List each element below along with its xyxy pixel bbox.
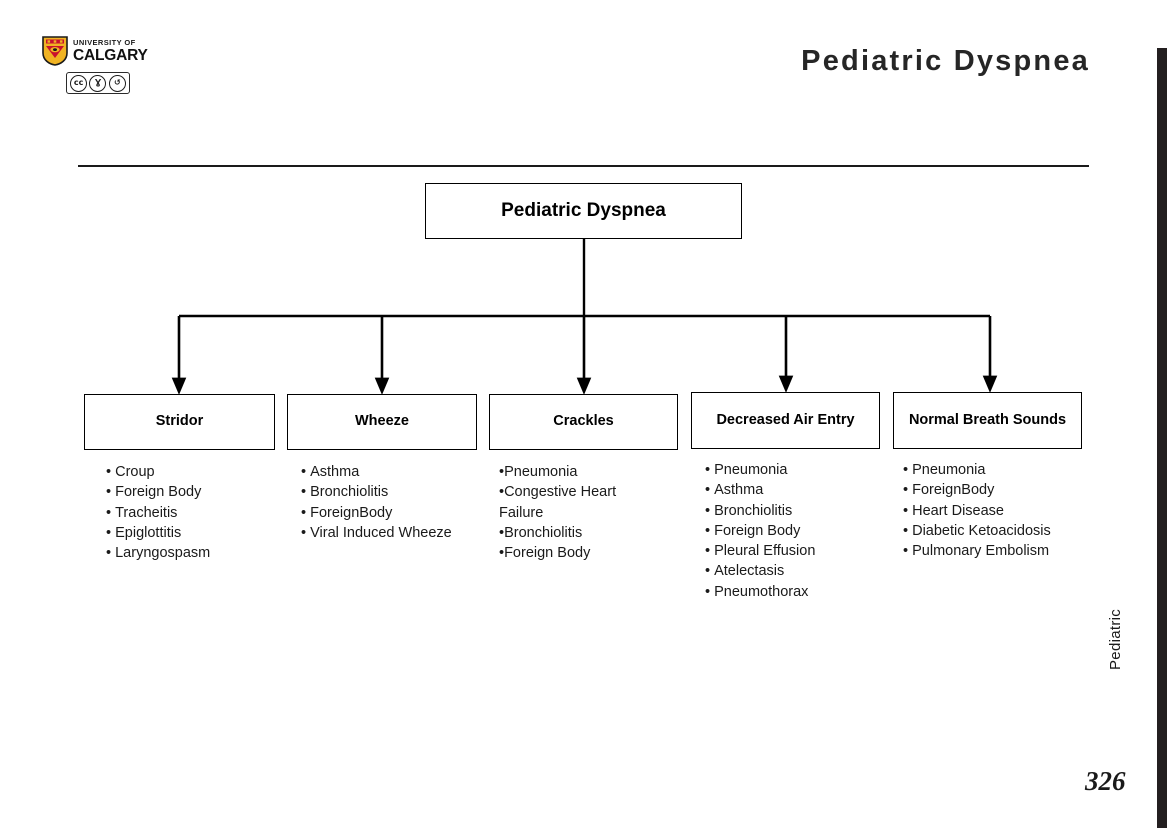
- list-item: Congestive Heart: [499, 482, 616, 502]
- list-item: ForeignBody: [301, 503, 452, 523]
- list-item: Bronchiolitis: [705, 501, 815, 521]
- list-item: Pleural Effusion: [705, 541, 815, 561]
- list-stridor: Croup Foreign Body Tracheitis Epiglottit…: [106, 462, 210, 563]
- list-item: Pneumothorax: [705, 582, 815, 602]
- logo-line-bottom: CALGARY: [73, 46, 148, 64]
- section-label-vertical: Pediatric: [1107, 608, 1124, 670]
- list-item: Asthma: [301, 462, 452, 482]
- list-decreased-air-entry: Pneumonia Asthma Bronchiolitis Foreign B…: [705, 460, 815, 602]
- list-item: Foreign Body: [499, 543, 616, 563]
- node-stridor[interactable]: Stridor: [84, 394, 275, 450]
- node-crackles[interactable]: Crackles: [489, 394, 678, 450]
- list-item: Croup: [106, 462, 210, 482]
- list-item: Heart Disease: [903, 501, 1051, 521]
- cc-icon: cc: [70, 74, 88, 92]
- list-item: Pneumonia: [903, 460, 1051, 480]
- list-item: Viral Induced Wheeze: [301, 523, 452, 543]
- list-item-continuation: Failure: [499, 504, 544, 521]
- list-item: Pulmonary Embolism: [903, 541, 1051, 561]
- list-item: Asthma: [705, 480, 815, 500]
- list-wheeze: Asthma Bronchiolitis ForeignBody Viral I…: [301, 462, 452, 543]
- right-edge-band: [1157, 48, 1167, 828]
- logo-line-top: UNIVERSITY OF: [73, 38, 136, 47]
- page-number: 326: [1085, 766, 1126, 796]
- node-decreased-air-entry[interactable]: Decreased Air Entry: [691, 392, 880, 449]
- cc-by-person-icon: Ɣ: [89, 74, 107, 92]
- node-normal-breath-sounds[interactable]: Normal Breath Sounds: [893, 392, 1082, 449]
- list-item: Bronchiolitis: [301, 482, 452, 502]
- page-title: Pediatric Dyspnea: [801, 45, 1090, 77]
- university-logo: UNIVERSITY OF CALGARY cc Ɣ ↺: [42, 36, 162, 94]
- list-item: Atelectasis: [705, 561, 815, 581]
- list-item: Diabetic Ketoacidosis: [903, 521, 1051, 541]
- logo-lockup: UNIVERSITY OF CALGARY: [42, 36, 162, 66]
- list-normal-breath-sounds: Pneumonia ForeignBody Heart Disease Diab…: [903, 460, 1051, 561]
- list-item: ForeignBody: [903, 480, 1051, 500]
- calgary-shield-icon: [42, 36, 68, 66]
- cc-sa-share-icon: ↺: [108, 74, 126, 92]
- list-item: Foreign Body: [705, 521, 815, 541]
- list-item: Foreign Body: [106, 482, 210, 502]
- logo-wordmark: UNIVERSITY OF CALGARY: [73, 39, 148, 63]
- list-item: Tracheitis: [106, 503, 210, 523]
- list-item: Laryngospasm: [106, 543, 210, 563]
- list-crackles: Pneumonia Congestive Heart Failure Bronc…: [499, 462, 616, 563]
- node-wheeze[interactable]: Wheeze: [287, 394, 477, 450]
- creative-commons-badge: cc Ɣ ↺: [66, 72, 130, 94]
- list-item: Pneumonia: [499, 462, 616, 482]
- list-item: Pneumonia: [705, 460, 815, 480]
- header-divider: [78, 165, 1089, 167]
- node-root[interactable]: Pediatric Dyspnea: [425, 183, 742, 239]
- list-item: Epiglottitis: [106, 523, 210, 543]
- list-item: Bronchiolitis: [499, 523, 616, 543]
